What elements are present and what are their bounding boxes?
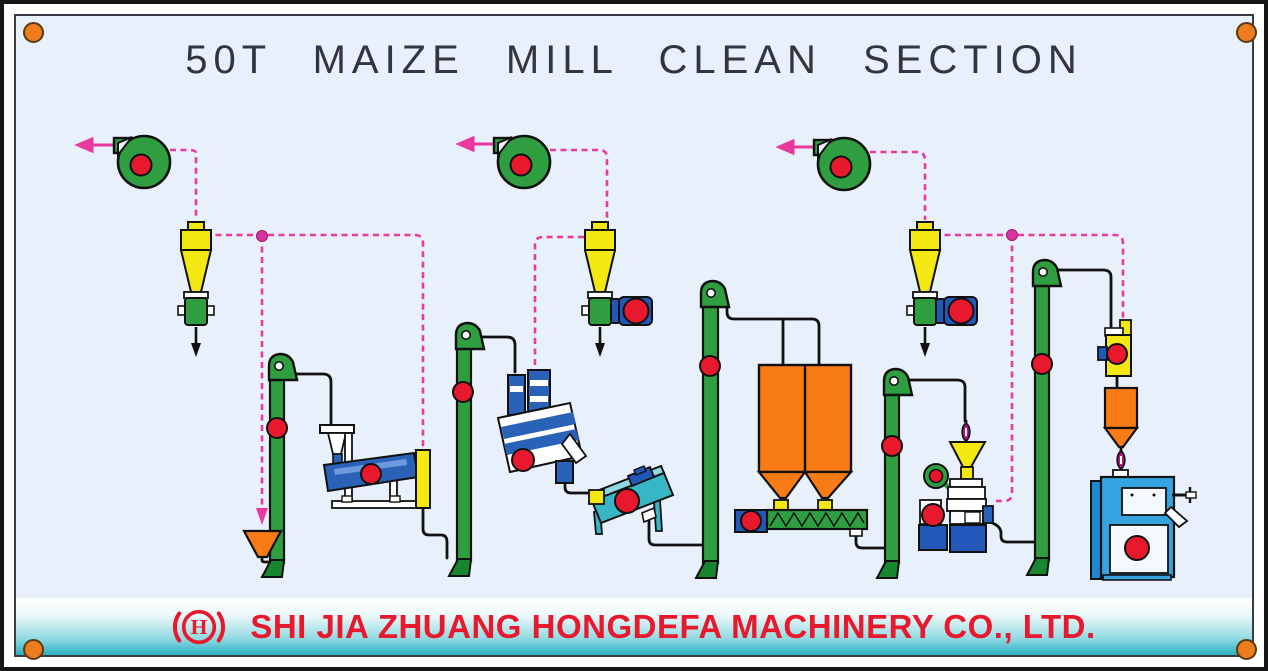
screw-conveyor-icon (734, 499, 869, 537)
flow-elev3-to-bin2 (725, 301, 821, 366)
air-duct-network (170, 148, 1125, 508)
vibrating-sieve-icon (319, 424, 431, 509)
exhaust-fan-icon-1 (112, 134, 172, 190)
exhaust-fan-icon-2 (492, 134, 552, 190)
surge-hopper-icon (1102, 386, 1140, 449)
exhaust-arrows (74, 135, 816, 156)
process-flow-diagram (74, 134, 1197, 581)
airlock-motor-icon-3 (935, 296, 978, 326)
flow-destoner-to-elev3 (647, 515, 705, 547)
company-logo-icon: H (173, 609, 226, 644)
logo-letter: H (191, 615, 208, 639)
airlock-motor-icon-2 (610, 296, 653, 326)
exhaust-fan-icon-3 (812, 136, 872, 192)
inline-valve-icon-2 (1116, 450, 1126, 470)
dampener-icon (1090, 469, 1197, 581)
footer-band: H SHI JIA ZHUANG HONGDEFA MACHINERY CO.,… (16, 598, 1252, 655)
flow-conveyor-to-elev4 (854, 532, 886, 550)
duct-cyclone3-to-channel (934, 233, 1125, 319)
flow-elev4-to-degerminator (905, 378, 967, 423)
corner-screw-top-left (23, 22, 44, 43)
duct-fan1-to-cyclone1 (170, 148, 198, 220)
page-title: 50T MAIZE MILL CLEAN SECTION (185, 38, 1083, 82)
aspiration-channel-icon (1097, 319, 1132, 377)
duct-fan3-to-cyclone3 (870, 150, 927, 220)
bucket-elevator-icon-4 (876, 367, 914, 579)
air-screen-cleaner-icon (496, 369, 588, 484)
duct-junction-dot-left (256, 230, 268, 242)
storage-bin-icon (756, 363, 854, 500)
cyclone-separator-icon-1 (176, 220, 216, 359)
corner-screw-bottom-right (1236, 639, 1257, 660)
bucket-elevator-icon-1 (261, 352, 299, 578)
duct-arrow-into-funnel (256, 508, 268, 525)
bucket-elevator-icon-5 (1026, 258, 1063, 576)
cyclone-separator-icon-2 (580, 220, 620, 359)
bucket-elevator-icon-2 (448, 321, 486, 577)
duct-branch-to-degerminator (994, 235, 1014, 503)
flow-cleaner-to-destoner (563, 480, 591, 495)
degerminator-icon (918, 422, 994, 553)
corner-screw-bottom-left (23, 639, 44, 660)
inline-valve-icon-1 (961, 422, 971, 442)
corner-screw-top-right (1236, 22, 1257, 43)
company-name: SHI JIA ZHUANG HONGDEFA MACHINERY CO., L… (250, 607, 1096, 645)
duct-cleaner-to-cyclone2 (533, 235, 585, 365)
flow-elev2-to-cleaner (479, 335, 517, 374)
product-flow-lines (260, 268, 1123, 564)
collecting-funnel-icon (242, 529, 283, 559)
flow-sieve-to-elev2 (421, 506, 449, 560)
flow-elev5-to-channel (1055, 268, 1113, 331)
duct-fan2-to-cyclone2 (550, 148, 609, 220)
flow-degerminator-to-elev5 (985, 519, 1036, 544)
flow-elev1-to-sieve (291, 372, 333, 427)
bucket-elevator-icon-3 (695, 279, 731, 579)
cyclone-separator-icon-3 (905, 220, 945, 359)
destoner-icon (587, 464, 675, 535)
duct-cyclone1-to-sieve (205, 233, 425, 450)
duct-junction-dot-right (1006, 229, 1018, 241)
flow-funnel-to-elev1 (260, 553, 272, 564)
